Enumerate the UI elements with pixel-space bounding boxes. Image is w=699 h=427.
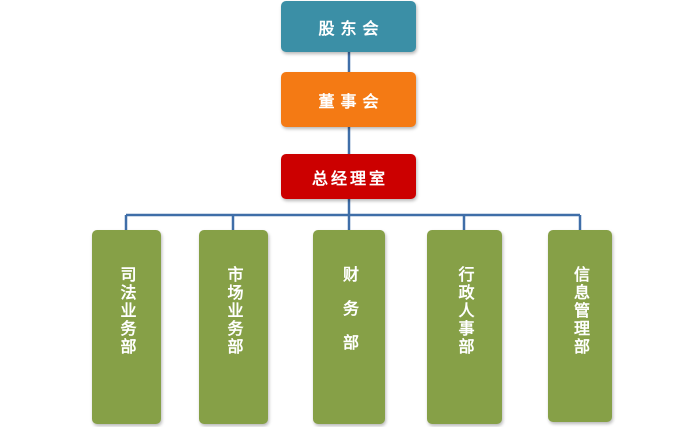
department-label-marketing: 市场业务部	[224, 266, 244, 356]
board-of-directors-label: 董事会	[318, 91, 385, 111]
department-label-admin-hr: 行政人事部	[455, 266, 475, 356]
department-label-information: 信息管理部	[571, 266, 590, 356]
department-box-admin-hr: 行政人事部	[427, 230, 502, 424]
general-manager-office-label: 总经理室	[311, 168, 388, 188]
department-box-information: 信息管理部	[548, 230, 612, 422]
department-box-judicial: 司法业务部	[92, 230, 161, 424]
general-manager-office-box: 总经理室	[281, 154, 416, 199]
board-of-directors-box: 董事会	[281, 72, 416, 127]
department-label-finance: 财务部	[340, 266, 359, 368]
department-box-marketing: 市场业务部	[199, 230, 268, 424]
department-box-finance: 财务部	[313, 230, 385, 424]
shareholders-meeting-label: 股东会	[318, 18, 385, 38]
department-label-judicial: 司法业务部	[117, 266, 137, 356]
shareholders-meeting-box: 股东会	[281, 1, 416, 52]
